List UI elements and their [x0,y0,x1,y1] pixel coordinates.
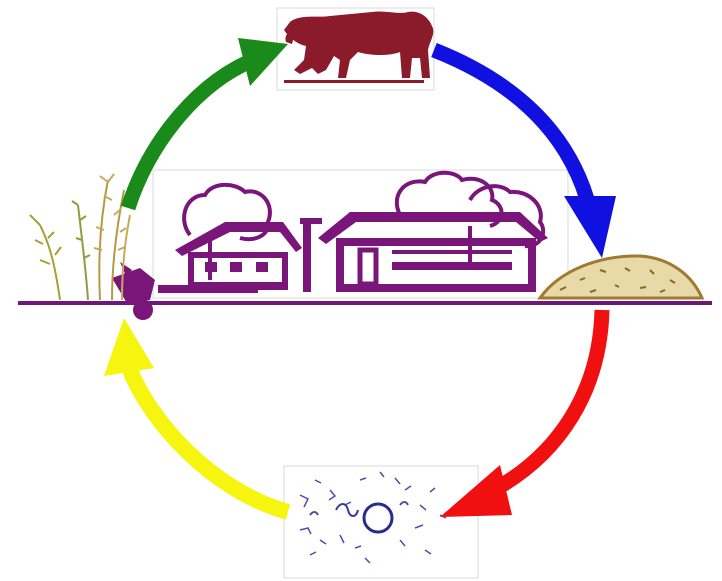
arrow-soil-to-plants [104,318,288,512]
soil-microbes-icon [300,472,446,563]
farmhouse-small [175,222,302,290]
manure-pile-icon [540,256,702,298]
cow-icon [284,12,433,83]
arrow-manure-to-soil [440,310,602,517]
barn-large [300,212,548,292]
arrow-plants-to-cow [128,38,288,208]
